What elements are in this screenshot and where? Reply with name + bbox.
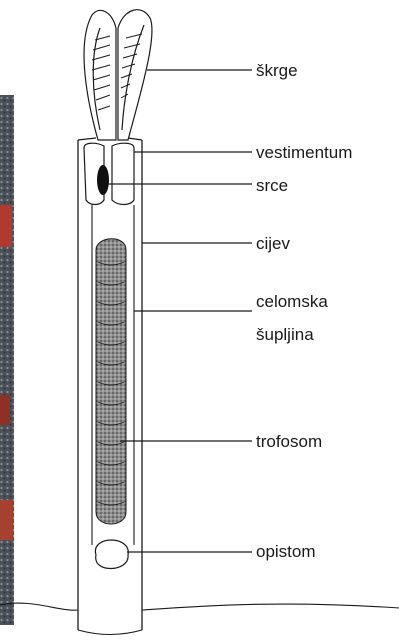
vestimentum [84, 143, 134, 204]
label-cijev: cijev [256, 233, 290, 254]
gills-plume [84, 10, 152, 140]
opisthosome [95, 540, 128, 569]
seafloor-line [0, 603, 399, 610]
trophosome [96, 239, 126, 524]
label-celomska-line2: šupljina [256, 324, 314, 345]
label-vestimentum: vestimentum [256, 142, 352, 163]
label-skrge: škrge [256, 60, 298, 81]
label-opistom: opistom [256, 541, 316, 562]
label-trofosom: trofosom [256, 431, 322, 452]
tube-base [78, 630, 142, 635]
label-srce: srce [256, 175, 288, 196]
leader-lines [108, 70, 252, 552]
background-photo [0, 95, 14, 625]
label-celomska-line1: celomska [256, 291, 328, 312]
heart [97, 165, 109, 195]
